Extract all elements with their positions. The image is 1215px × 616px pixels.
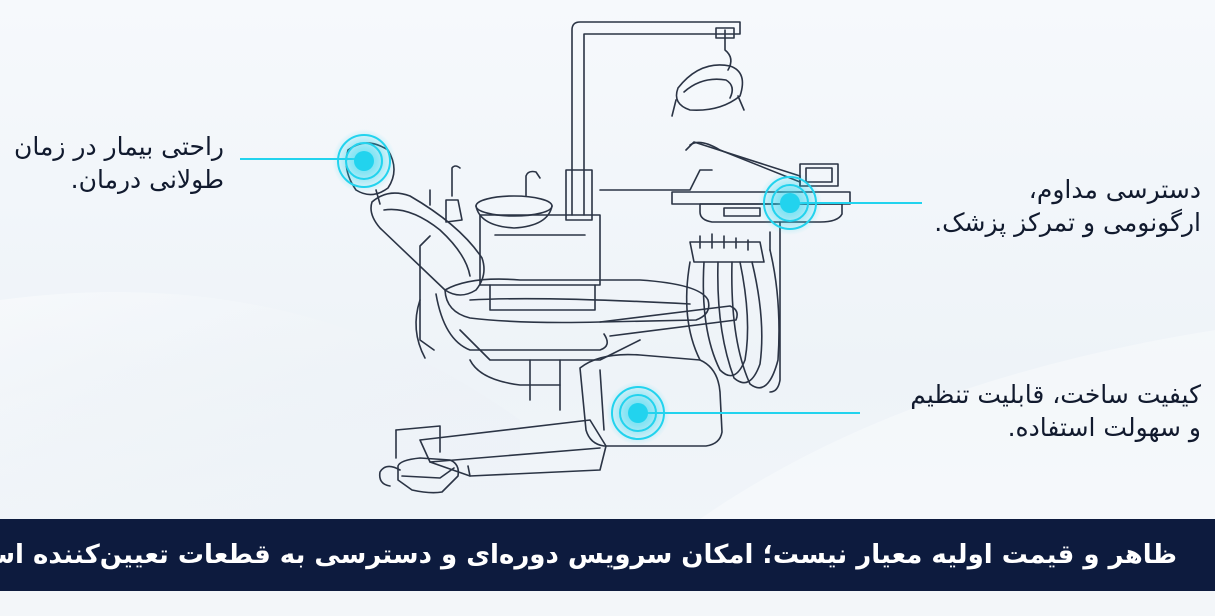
callout-patient-comfort-line2: طولانی درمان. xyxy=(70,165,224,194)
bottom-strip xyxy=(0,591,1215,616)
glow-hotspot-base xyxy=(606,381,670,445)
glow-hotspot-headrest xyxy=(332,129,396,193)
callout-ergonomics-line2: ارگونومی و تمرکز پزشک. xyxy=(934,208,1201,237)
callout-ergonomics-line1: دسترسی مداوم، xyxy=(1028,175,1201,204)
callout-patient-comfort-line1: راحتی بیمار در زمان xyxy=(14,132,224,161)
summary-banner: ظاهر و قیمت اولیه معیار نیست؛ امکان سروی… xyxy=(0,519,1215,591)
callout-build-quality: کیفیت ساخت، قابلیت تنظیم و سهولت استفاده… xyxy=(871,378,1201,444)
summary-banner-text: ظاهر و قیمت اولیه معیار نیست؛ امکان سروی… xyxy=(0,540,1177,570)
callout-patient-comfort: راحتی بیمار در زمان طولانی درمان. xyxy=(12,130,224,196)
glow-hotspot-tray xyxy=(758,171,822,235)
callout-build-quality-line1: کیفیت ساخت، قابلیت تنظیم xyxy=(910,380,1201,409)
callout-ergonomics: دسترسی مداوم، ارگونومی و تمرکز پزشک. xyxy=(931,173,1201,239)
callout-build-quality-line2: و سهولت استفاده. xyxy=(1007,413,1201,442)
